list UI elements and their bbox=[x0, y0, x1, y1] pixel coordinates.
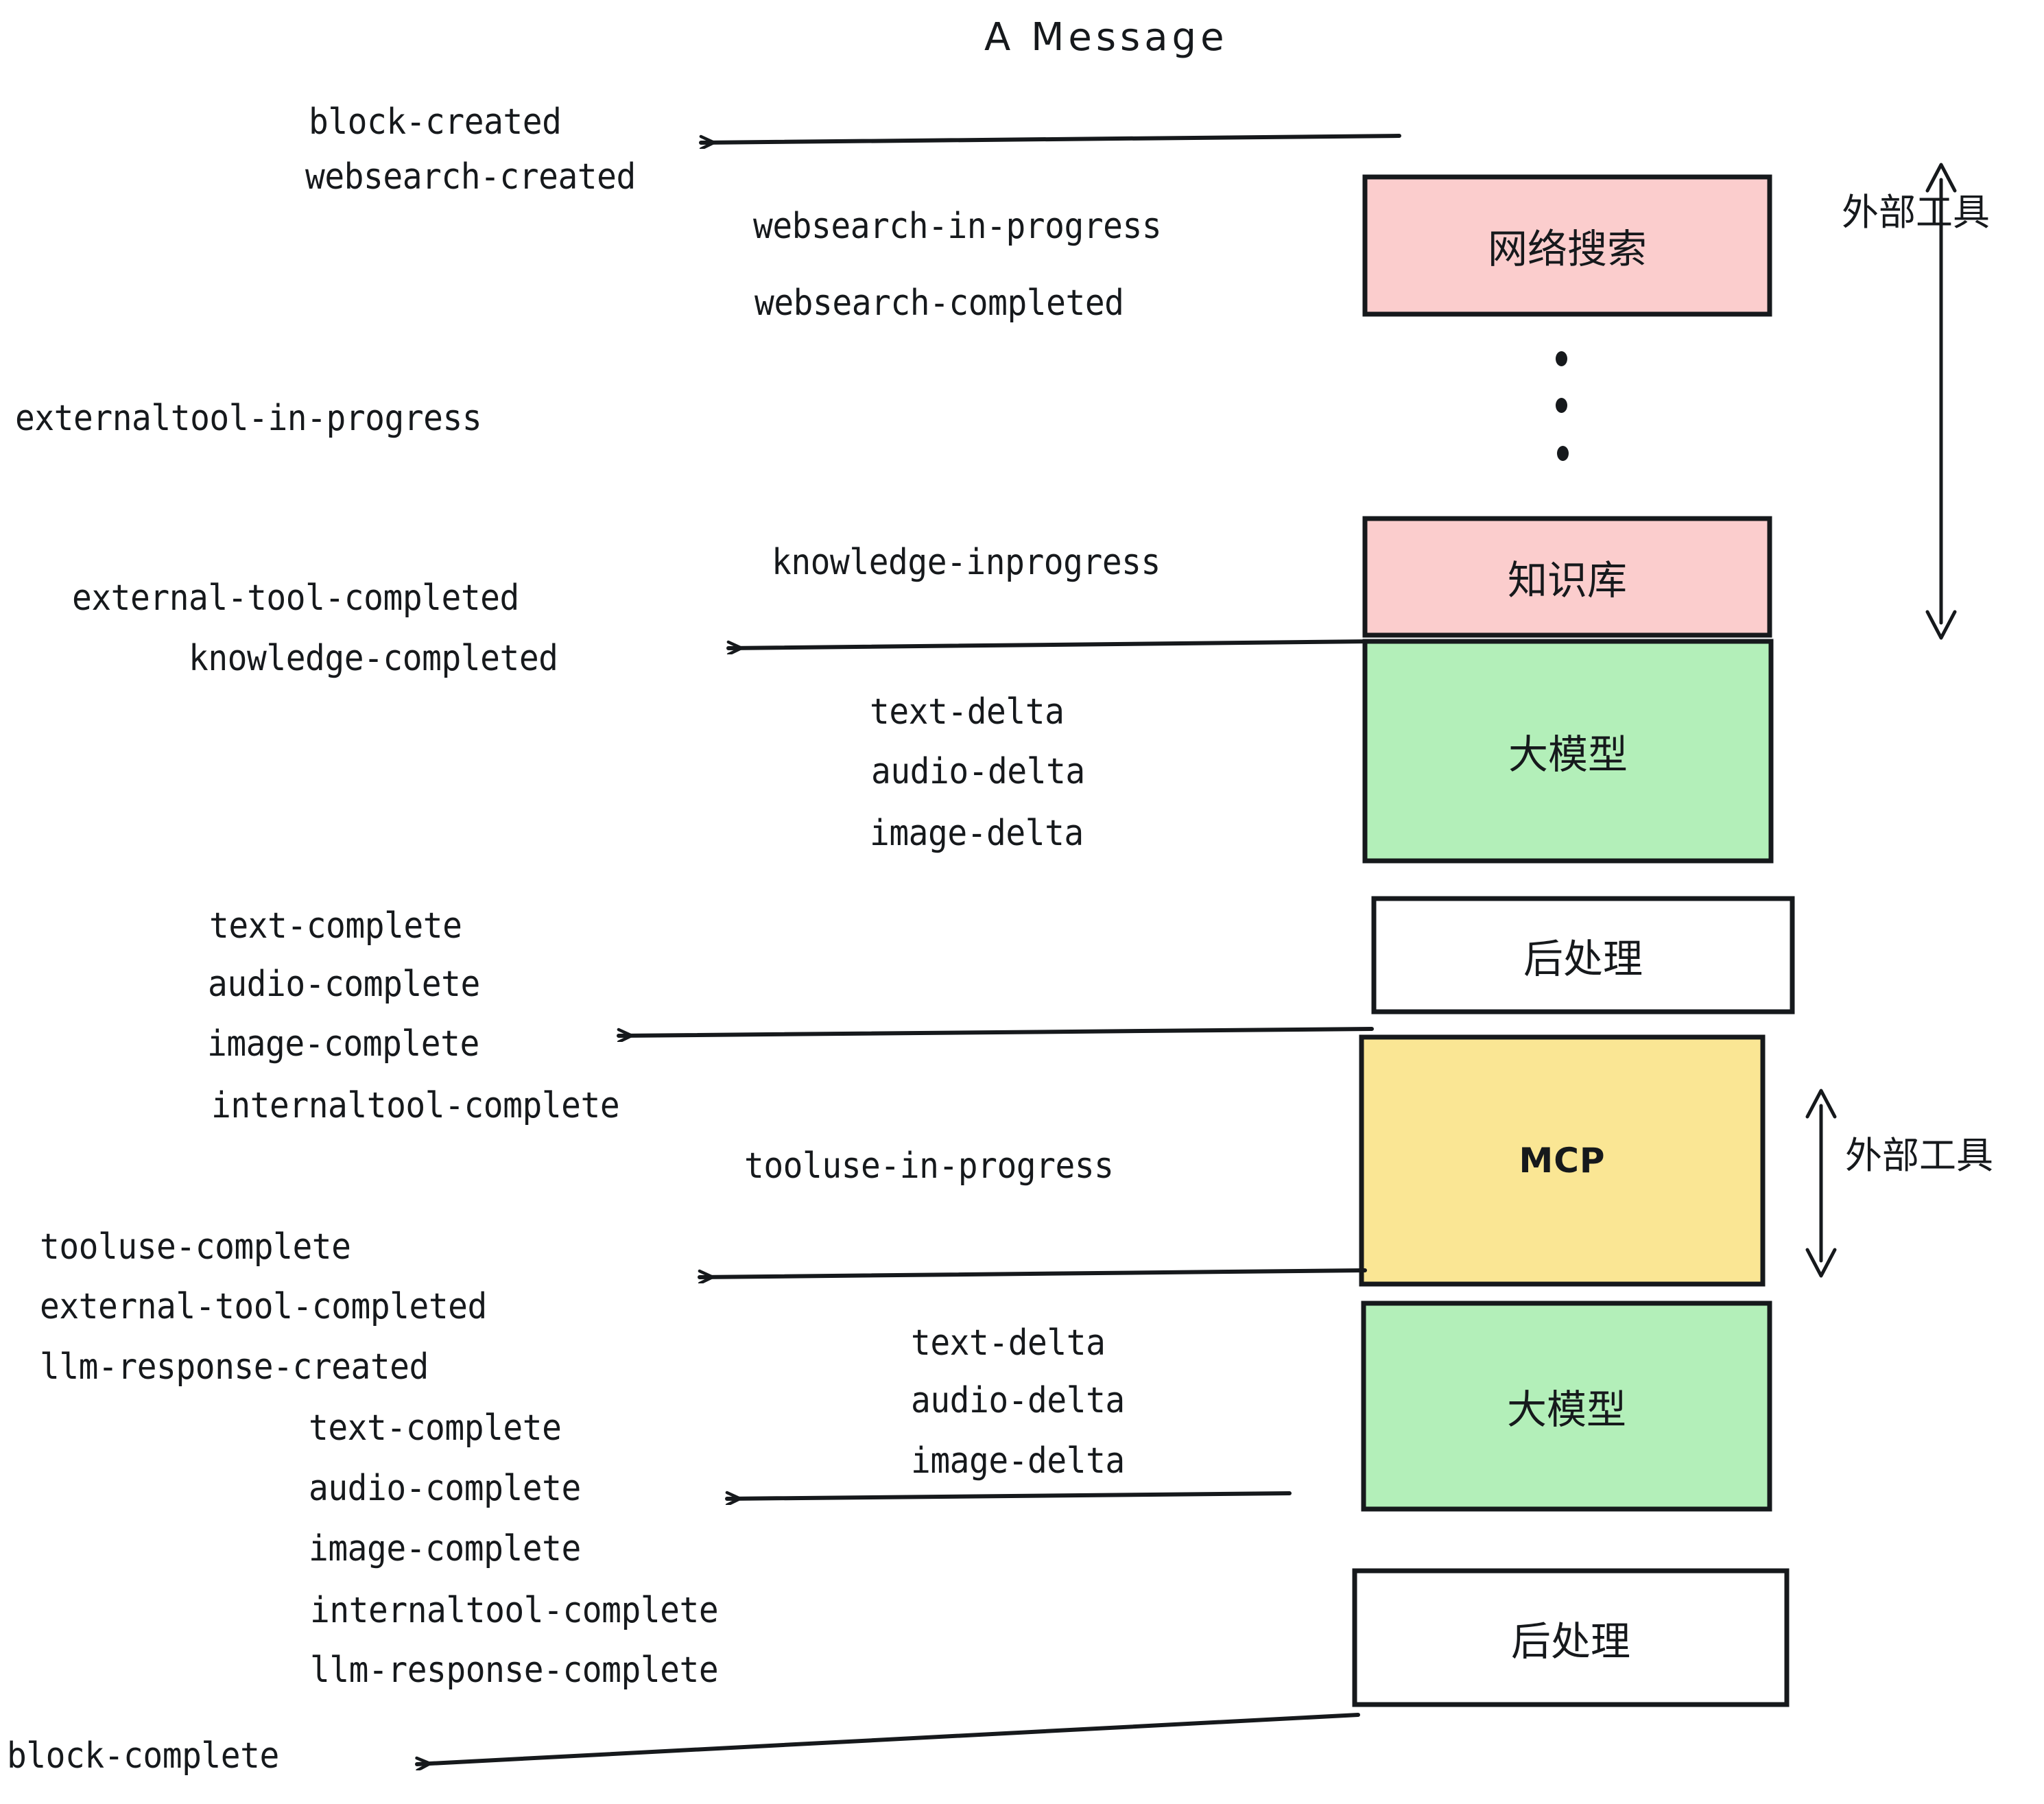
ellipsis-dot-3 bbox=[1557, 446, 1569, 461]
box-mcp bbox=[1359, 1034, 1766, 1287]
event-label-externaltool-in-progress: externaltool-in-progress bbox=[15, 398, 482, 439]
event-label-knowledge-completed: knowledge-completed bbox=[189, 638, 558, 679]
event-label-external-tool-completed-2: external-tool-completed bbox=[40, 1286, 487, 1327]
event-label-internaltool-complete-1: internaltool-complete bbox=[211, 1085, 620, 1126]
arrow-tooluse-done bbox=[698, 1268, 1367, 1277]
box-postproc-2 bbox=[1352, 1568, 1790, 1707]
arrow-image-complete bbox=[617, 1027, 1374, 1036]
arrow-block-complete bbox=[415, 1713, 1360, 1764]
event-label-image-delta-1: image-delta bbox=[870, 813, 1084, 854]
arrow-audio-complete bbox=[725, 1493, 1292, 1499]
event-label-tooluse-complete: tooluse-complete bbox=[40, 1226, 351, 1268]
event-label-audio-delta-1: audio-delta bbox=[871, 751, 1085, 792]
event-label-audio-delta-2: audio-delta bbox=[911, 1380, 1125, 1421]
event-label-image-delta-2: image-delta bbox=[911, 1440, 1125, 1482]
event-label-image-complete-2: image-complete bbox=[309, 1528, 581, 1569]
box-group bbox=[1352, 174, 1795, 1707]
event-label-websearch-completed: websearch-completed bbox=[754, 283, 1124, 324]
external-tool-range-bottom-head-up bbox=[1805, 1089, 1837, 1119]
arrow-block-created bbox=[699, 134, 1401, 143]
event-label-llm-response-created: llm-response-created bbox=[40, 1346, 429, 1388]
ellipsis-dot-2 bbox=[1556, 398, 1567, 413]
event-label-internaltool-complete-2: internaltool-complete bbox=[310, 1590, 719, 1631]
box-postproc-1 bbox=[1371, 896, 1795, 1014]
page-title: A Message bbox=[984, 15, 1228, 60]
event-label-tooluse-in-progress: tooluse-in-progress bbox=[744, 1146, 1114, 1187]
vertical-arrow-group bbox=[1805, 163, 1957, 1278]
side-label-external-tools-bottom: 外部工具 bbox=[1845, 1134, 1993, 1177]
ellipsis-dot-1 bbox=[1556, 351, 1567, 366]
arrow-group bbox=[415, 134, 1401, 1764]
box-knowledge bbox=[1362, 516, 1772, 638]
event-label-text-delta-2: text-delta bbox=[911, 1322, 1106, 1364]
event-label-audio-complete-2: audio-complete bbox=[309, 1468, 581, 1509]
event-label-block-created: block-created bbox=[309, 102, 562, 143]
external-tool-range-bottom-head-down bbox=[1805, 1248, 1837, 1278]
event-label-knowledge-inprogress: knowledge-inprogress bbox=[772, 542, 1161, 583]
event-label-text-complete-1: text-complete bbox=[209, 905, 462, 947]
external-tool-range-top-head-down bbox=[1925, 610, 1957, 640]
event-label-image-complete-1: image-complete bbox=[207, 1023, 479, 1065]
event-label-llm-response-complete: llm-response-complete bbox=[310, 1650, 719, 1691]
event-label-text-delta-1: text-delta bbox=[870, 691, 1065, 733]
event-label-audio-complete-1: audio-complete bbox=[208, 964, 480, 1005]
event-label-websearch-in-progress: websearch-in-progress bbox=[753, 206, 1162, 247]
box-llm-2 bbox=[1361, 1301, 1772, 1512]
event-label-block-complete: block-complete bbox=[7, 1735, 279, 1777]
event-label-websearch-created: websearch-created bbox=[305, 156, 636, 198]
side-label-external-tools-top: 外部工具 bbox=[1842, 191, 1990, 234]
event-label-text-complete-2: text-complete bbox=[309, 1408, 562, 1449]
arrow-knowledge-done bbox=[726, 639, 1374, 648]
external-tool-range-top-head-up bbox=[1925, 163, 1957, 193]
event-label-external-tool-completed-1: external-tool-completed bbox=[72, 578, 519, 619]
box-llm-1 bbox=[1362, 639, 1774, 864]
box-websearch bbox=[1362, 174, 1772, 317]
